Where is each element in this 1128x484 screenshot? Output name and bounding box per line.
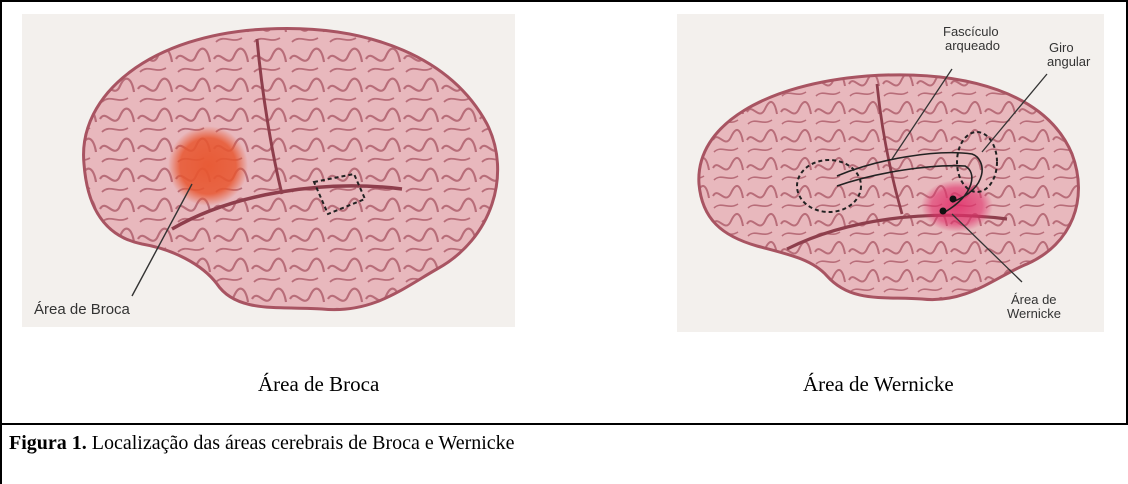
giro-label-line1: Giro [1049,40,1074,55]
figure-number: Figura 1. [9,432,87,454]
wernicke-brain-image: Fascículo arqueado Giro angular Área de … [677,14,1104,332]
table-row-divider [0,423,1128,425]
broca-caption: Área de Broca [258,374,379,395]
brain-illustration [699,75,1079,300]
wernicke-dot-1 [950,196,957,203]
giro-label-line2: angular [1047,54,1091,69]
figure-caption-text: Localização das áreas cerebrais de Broca… [87,432,515,454]
fasciculo-label-line2: arqueado [945,38,1000,53]
wernicke-label-line1: Área de [1011,292,1057,307]
broca-brain-image: Área de Broca [22,14,515,327]
wernicke-area-highlight [921,180,993,232]
figure-caption: Figura 1. Localização das áreas cerebrai… [9,432,515,455]
wernicke-label-line2: Wernicke [1007,306,1061,321]
broca-area-highlight [168,126,248,206]
wernicke-dot-2 [940,208,947,215]
fasciculo-label-line1: Fascículo [943,24,999,39]
table-border-left [0,0,2,484]
table-border-top [0,0,1128,2]
broca-image-label: Área de Broca [34,301,131,318]
brain-illustration [84,29,498,310]
wernicke-caption: Área de Wernicke [803,374,954,395]
